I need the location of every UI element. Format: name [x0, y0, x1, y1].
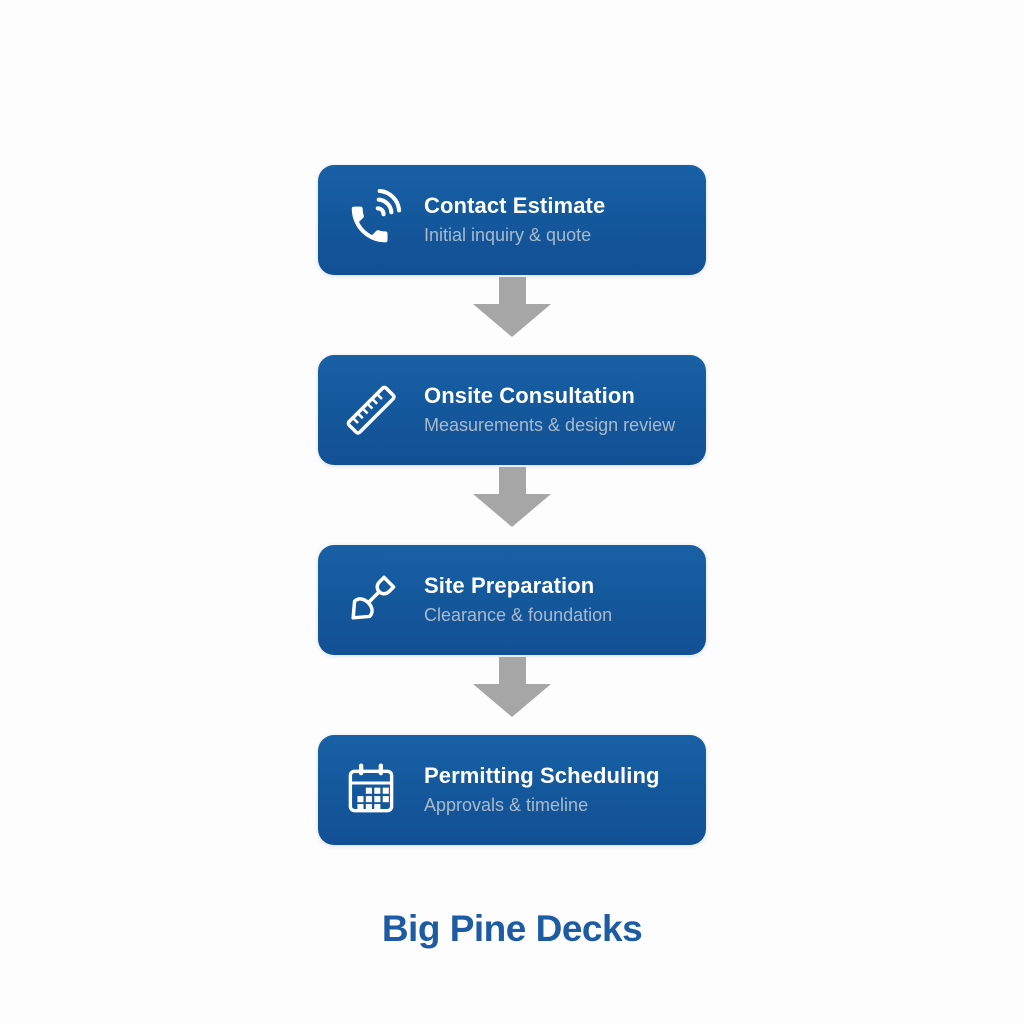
process-flow: Contact Estimate Initial inquiry & quote — [318, 165, 706, 845]
step-title: Permitting Scheduling — [424, 762, 660, 788]
step-subtitle: Measurements & design review — [424, 415, 676, 435]
step-card-onsite-consultation: Onsite Consultation Measurements & desig… — [318, 355, 706, 465]
company-title: Big Pine Decks — [381, 908, 643, 949]
step-title: Site Preparation — [424, 572, 595, 598]
step-text: Permitting Scheduling Approvals & timeli… — [424, 763, 670, 818]
step-subtitle: Clearance & foundation — [424, 605, 613, 625]
flow-arrow — [318, 275, 706, 355]
step-text: Contact Estimate Initial inquiry & quote — [424, 193, 615, 248]
calendar-icon — [318, 760, 424, 820]
phone-icon — [318, 189, 424, 251]
arrow-down-icon — [473, 467, 551, 527]
step-card-permitting-scheduling: Permitting Scheduling Approvals & timeli… — [318, 735, 706, 845]
step-title: Contact Estimate — [424, 192, 606, 218]
ruler-icon — [318, 379, 424, 441]
arrow-down-icon — [473, 657, 551, 717]
step-subtitle: Approvals & timeline — [424, 795, 589, 815]
step-text: Onsite Consultation Measurements & desig… — [424, 383, 685, 438]
step-title: Onsite Consultation — [424, 382, 635, 408]
flow-arrow — [318, 465, 706, 545]
step-subtitle: Initial inquiry & quote — [424, 225, 592, 245]
arrow-down-icon — [473, 277, 551, 337]
shovel-icon — [318, 569, 424, 631]
step-card-site-preparation: Site Preparation Clearance & foundation — [318, 545, 706, 655]
step-text: Site Preparation Clearance & foundation — [424, 573, 622, 628]
step-card-contact-estimate: Contact Estimate Initial inquiry & quote — [318, 165, 706, 275]
flow-arrow — [318, 655, 706, 735]
